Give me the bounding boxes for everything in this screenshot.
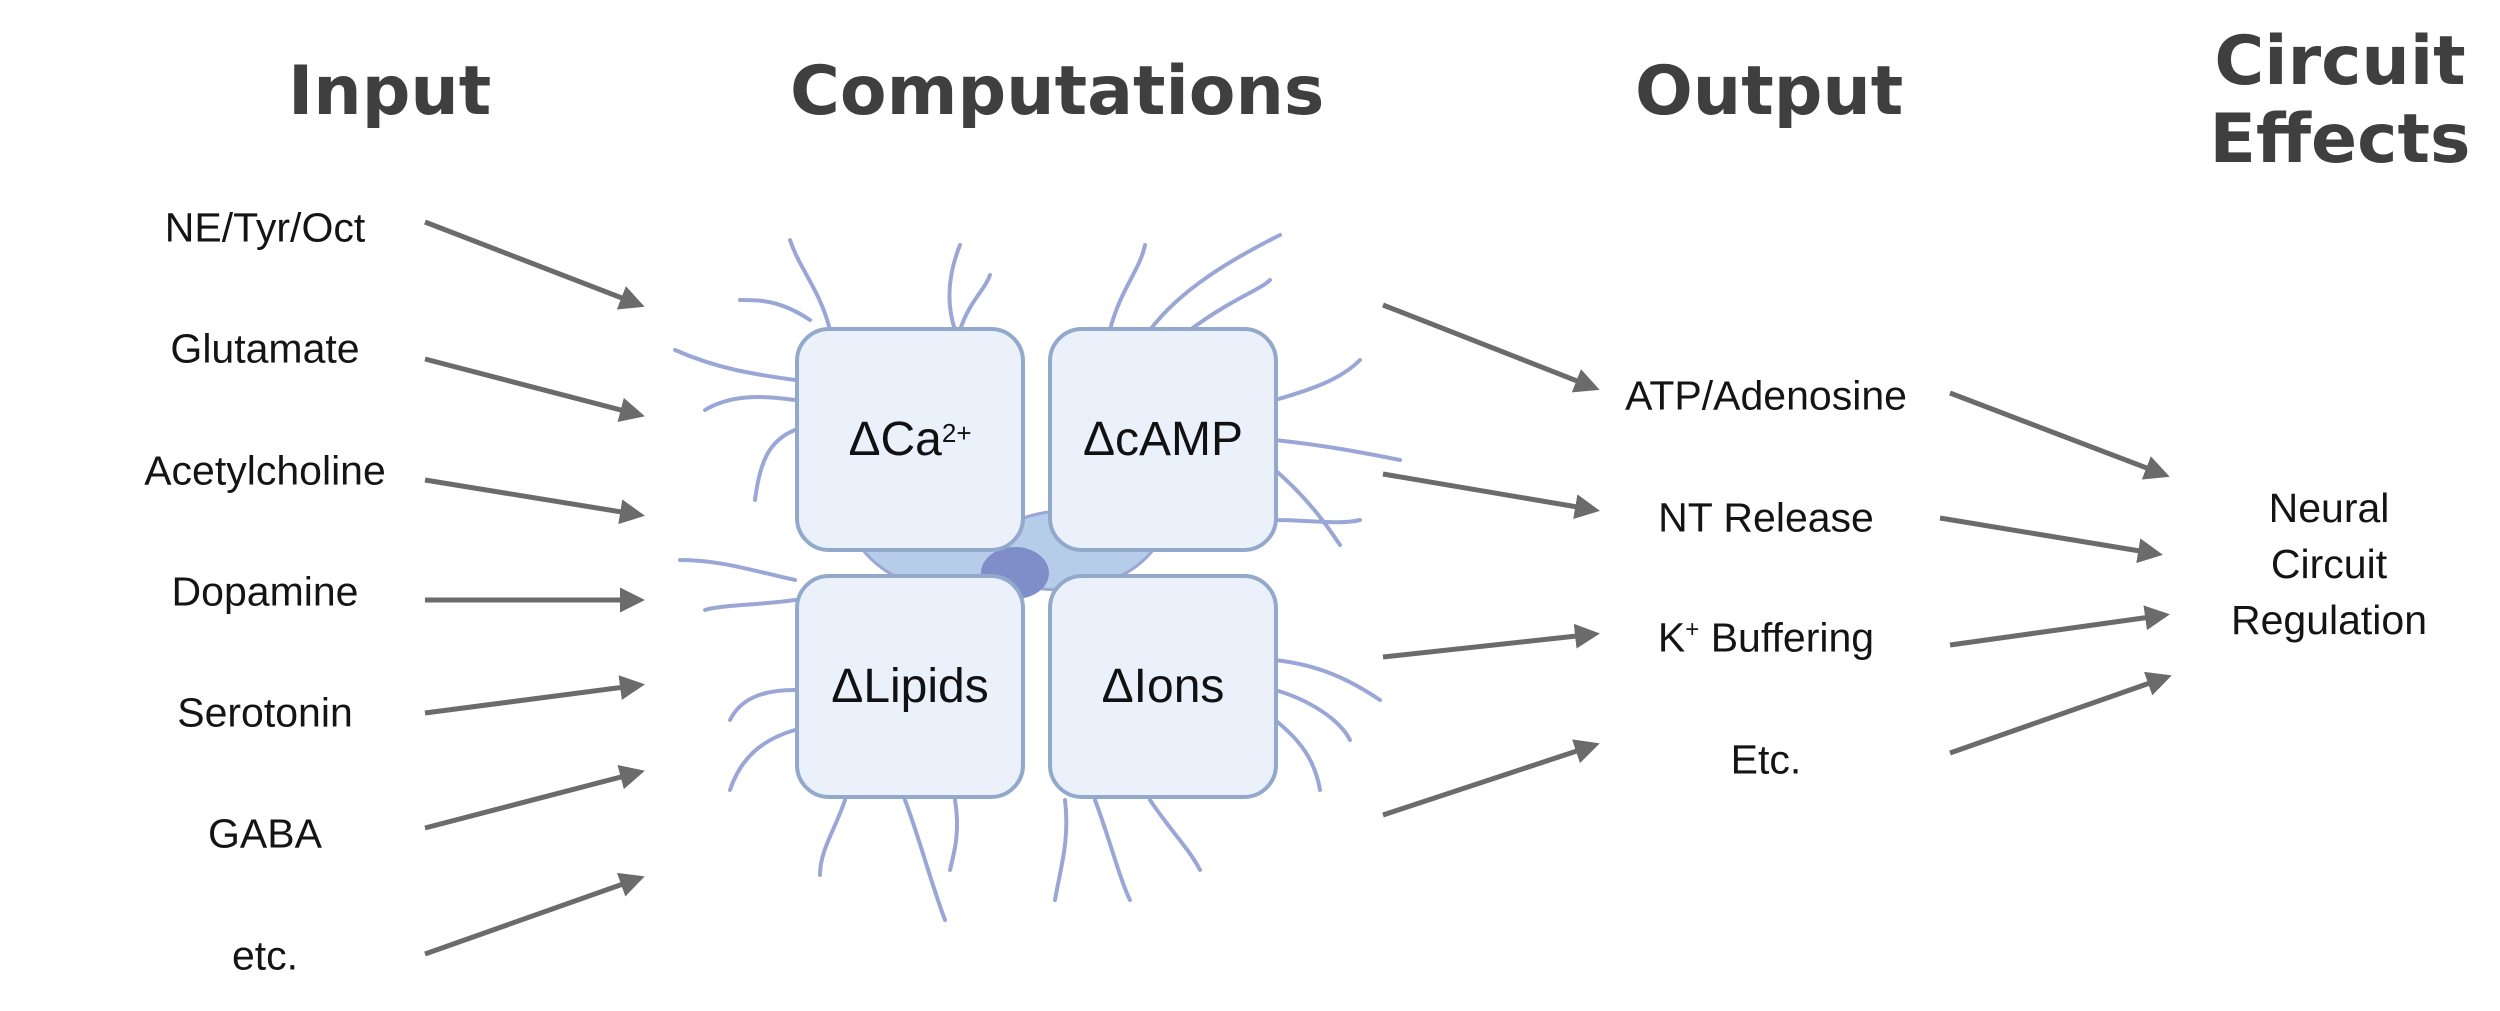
arrow-input-6 xyxy=(424,764,645,831)
calcium-superscript: 2+ xyxy=(941,418,972,448)
input-arrows xyxy=(424,219,645,957)
arrow-output-3 xyxy=(1382,623,1600,660)
circuit-effects-label: Neural Circuit Regulation xyxy=(2179,480,2479,648)
arrow-input-7 xyxy=(424,872,645,957)
input-label-acetylcholine: Acetylcholine xyxy=(144,447,386,494)
k-buffering-rest: Buffering xyxy=(1699,614,1875,661)
input-label-glutamate: Glutamate xyxy=(170,325,360,372)
arrow-input-5 xyxy=(424,675,645,716)
arrow-circuit-2 xyxy=(1939,515,2163,564)
circuit-effects-line1: Neural xyxy=(2268,485,2390,531)
input-label-serotonin: Serotonin xyxy=(177,689,353,736)
arrow-input-3 xyxy=(424,477,645,525)
circuit-effects-line2: Circuit xyxy=(2270,541,2388,587)
k-buffering-base: K xyxy=(1657,614,1686,661)
output-label-etc: Etc. xyxy=(1730,736,1802,783)
arrow-circuit-1 xyxy=(1949,390,2170,480)
heading-circuit-effects: Circuit Effects xyxy=(2205,28,2475,174)
input-label-dopamine: Dopamine xyxy=(171,568,359,615)
output-label-k-buffering: K+ Buffering xyxy=(1658,615,1874,662)
input-label-ne-tyr-oct: NE/Tyr/Oct xyxy=(164,204,366,251)
heading-circuit-line1: Circuit xyxy=(2214,22,2466,101)
heading-output: Output xyxy=(1635,52,1904,131)
heading-computations: Computations xyxy=(790,52,1325,131)
arrow-input-1 xyxy=(424,219,645,310)
computation-box-camp: ΔcAMP xyxy=(1048,327,1278,552)
k-buffering-superscript: + xyxy=(1685,615,1700,643)
ions-label: ΔIons xyxy=(1101,660,1225,713)
circuit-arrows xyxy=(1939,390,2172,756)
output-label-atp-adenosine: ATP/Adenosine xyxy=(1625,372,1907,419)
camp-label: ΔcAMP xyxy=(1082,413,1244,466)
arrow-output-2 xyxy=(1382,471,1600,519)
computation-box-ions: ΔIons xyxy=(1048,574,1278,799)
heading-circuit-line2: Effects xyxy=(2209,100,2471,179)
astrocyte-cell xyxy=(673,233,1402,922)
arrow-circuit-3 xyxy=(1949,605,2170,648)
heading-input: Input xyxy=(288,52,492,131)
input-label-etc: etc. xyxy=(231,932,299,979)
arrow-input-2 xyxy=(424,356,645,423)
output-arrows xyxy=(1382,302,1600,818)
lipids-label: ΔLipids xyxy=(831,660,989,713)
arrow-output-4 xyxy=(1382,739,1600,818)
circuit-effects-line3: Regulation xyxy=(2230,597,2428,643)
output-label-nt-release: NT Release xyxy=(1658,494,1874,541)
input-label-gaba: GABA xyxy=(208,810,322,857)
arrow-output-1 xyxy=(1382,302,1600,393)
arrow-circuit-4 xyxy=(1949,671,2172,756)
computation-box-lipids: ΔLipids xyxy=(795,574,1025,799)
calcium-label: ΔCa xyxy=(848,413,942,466)
